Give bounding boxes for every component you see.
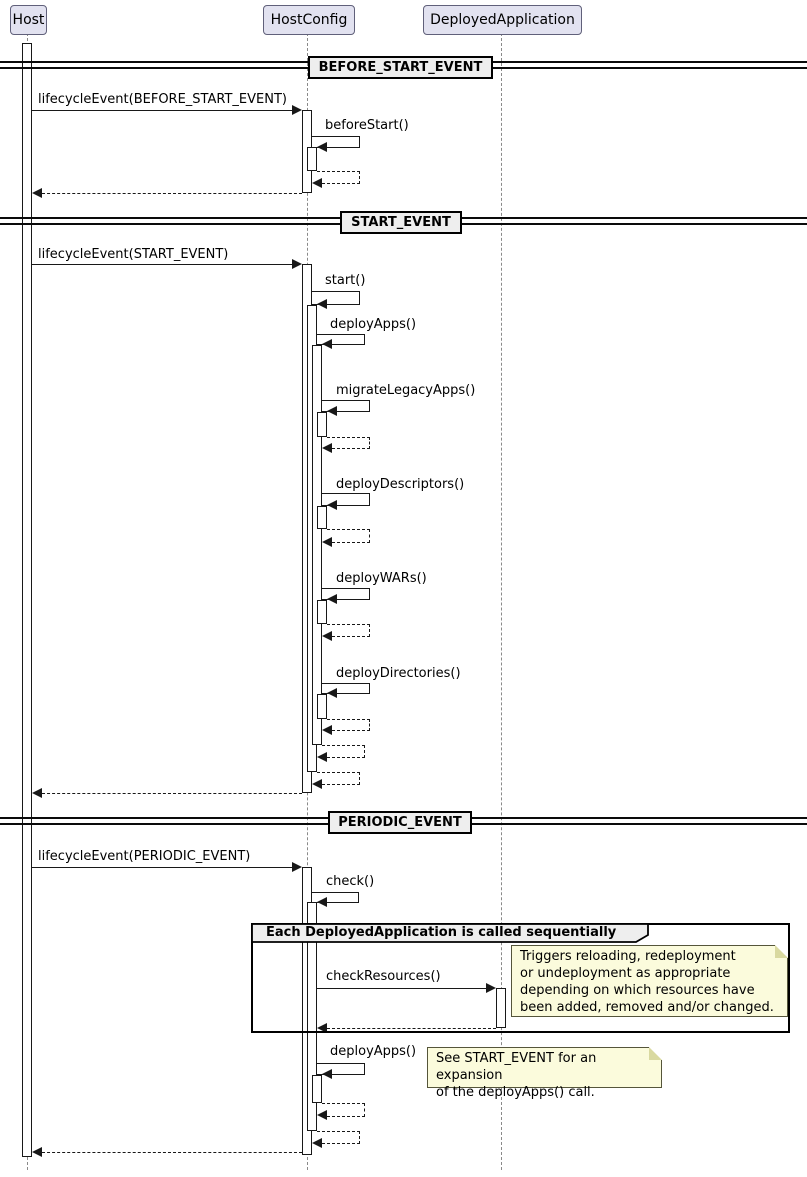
arrowhead-return-lifecycle-start xyxy=(32,788,42,798)
arrowhead-return-check xyxy=(312,1138,322,1148)
arrowhead-migratelegacyapps xyxy=(327,406,337,416)
message-label-beforestart: beforeStart() xyxy=(325,118,409,133)
self-call-beforestart xyxy=(312,136,360,148)
arrowhead-checkresources xyxy=(486,983,496,993)
activation-host xyxy=(22,43,32,1157)
activation-deployedapplication-checkresources xyxy=(496,988,506,1028)
activation-hostconfig-deploydirectories xyxy=(317,694,327,719)
return-checkresources xyxy=(327,1028,496,1029)
arrow-lifecycle-start xyxy=(32,264,293,265)
arrowhead-check xyxy=(317,897,327,907)
arrowhead-return-beforestart xyxy=(312,178,322,188)
participant-hostconfig: HostConfig xyxy=(263,5,355,35)
arrow-lifecycle-periodic xyxy=(32,867,293,868)
return-migratelegacyapps xyxy=(327,437,370,449)
message-label-lifecycle-start: lifecycleEvent(START_EVENT) xyxy=(38,247,229,262)
arrowhead-deploydescriptors xyxy=(327,500,337,510)
return-check xyxy=(317,1131,360,1144)
arrow-checkresources xyxy=(317,988,487,989)
message-label-lifecycle-periodic: lifecycleEvent(PERIODIC_EVENT) xyxy=(38,849,251,864)
arrowhead-return-deploydirectories xyxy=(322,725,332,735)
self-call-deploywars xyxy=(322,588,370,600)
self-call-deploydescriptors xyxy=(322,493,370,506)
divider-label-box: PERIODIC_EVENT xyxy=(328,811,472,834)
divider-label: PERIODIC_EVENT xyxy=(338,815,462,830)
return-start xyxy=(317,772,360,785)
divider-label-box: BEFORE_START_EVENT xyxy=(308,56,493,79)
arrowhead-return-deployapps-periodic xyxy=(317,1110,327,1120)
arrowhead-return-migratelegacyapps xyxy=(322,443,332,453)
message-label-checkresources: checkResources() xyxy=(326,969,441,984)
message-label-check: check() xyxy=(326,874,375,889)
message-label-deploywars: deployWARs() xyxy=(336,571,427,586)
self-call-deployapps xyxy=(317,334,365,345)
arrowhead-return-deployapps xyxy=(317,752,327,762)
arrowhead-return-checkresources xyxy=(317,1023,327,1033)
arrowhead-return-deploywars xyxy=(322,631,332,641)
activation-hostconfig-deploywars xyxy=(317,600,327,624)
note-deploy-apps: See START_EVENT for an expansion of the … xyxy=(427,1047,662,1100)
arrowhead-beforestart xyxy=(317,142,327,152)
return-lifecycle-periodic xyxy=(42,1152,302,1153)
activation-hostconfig-deployapps xyxy=(312,345,322,745)
group-fragment: Each DeployedApplication is called seque… xyxy=(251,923,790,1033)
participant-deployedapplication: DeployedApplication xyxy=(423,5,582,35)
self-call-migratelegacyapps xyxy=(322,400,370,412)
arrowhead-return-deploydescriptors xyxy=(322,537,332,547)
self-call-check xyxy=(312,892,359,903)
arrowhead-deploydirectories xyxy=(327,688,337,698)
participant-hostconfig-label: HostConfig xyxy=(270,12,348,28)
arrowhead-return-lifecycle-before xyxy=(32,188,42,198)
participant-host-label: Host xyxy=(12,12,45,28)
arrowhead-lifecycle-before xyxy=(292,105,302,115)
message-label-deployapps: deployApps() xyxy=(330,317,417,332)
return-deploydirectories xyxy=(327,719,370,731)
group-title-pentagon xyxy=(251,923,649,943)
arrowhead-deploywars xyxy=(327,594,337,604)
arrowhead-start xyxy=(317,299,327,309)
arrowhead-return-lifecycle-periodic xyxy=(32,1147,42,1157)
return-beforestart xyxy=(317,171,360,184)
self-call-deploydirectories xyxy=(322,683,370,694)
arrowhead-return-start xyxy=(312,779,322,789)
self-call-start xyxy=(312,291,360,305)
return-deploywars xyxy=(327,624,370,637)
divider-label: START_EVENT xyxy=(351,215,451,230)
participant-host: Host xyxy=(10,5,47,35)
activation-hostconfig-deploydescriptors xyxy=(317,506,327,529)
arrowhead-deployapps xyxy=(322,339,332,349)
return-lifecycle-before xyxy=(42,193,302,194)
divider-label-box: START_EVENT xyxy=(340,211,462,234)
return-deployapps-periodic xyxy=(322,1103,365,1117)
activation-hostconfig-deployapps-periodic xyxy=(312,1075,322,1103)
arrow-lifecycle-before xyxy=(32,110,293,111)
return-deploydescriptors xyxy=(327,529,370,543)
message-label-start: start() xyxy=(325,273,366,288)
message-label-deploydescriptors: deployDescriptors() xyxy=(336,477,465,492)
arrowhead-deployapps-periodic xyxy=(322,1069,332,1079)
message-label-deployapps-periodic: deployApps() xyxy=(330,1044,417,1059)
participant-deployedapplication-label: DeployedApplication xyxy=(430,12,575,28)
group-title: Each DeployedApplication is called seque… xyxy=(251,923,649,947)
return-deployapps xyxy=(322,745,365,758)
activation-hostconfig-migratelegacyapps xyxy=(317,412,327,437)
arrowhead-lifecycle-periodic xyxy=(292,862,302,872)
message-label-migratelegacyapps: migrateLegacyApps() xyxy=(336,383,476,398)
self-call-deployapps-periodic xyxy=(317,1063,365,1075)
group-title-label: Each DeployedApplication is called seque… xyxy=(266,925,617,940)
message-label-lifecycle-before: lifecycleEvent(BEFORE_START_EVENT) xyxy=(38,92,287,107)
lifeline-deployedapplication xyxy=(501,33,502,1170)
message-label-deploydirectories: deployDirectories() xyxy=(336,666,461,681)
arrowhead-lifecycle-start xyxy=(292,259,302,269)
note-check-resources: Triggers reloading, redeployment or unde… xyxy=(511,945,788,1017)
return-lifecycle-start xyxy=(42,793,302,794)
activation-hostconfig-beforestart xyxy=(307,147,317,171)
divider-label: BEFORE_START_EVENT xyxy=(318,60,483,75)
